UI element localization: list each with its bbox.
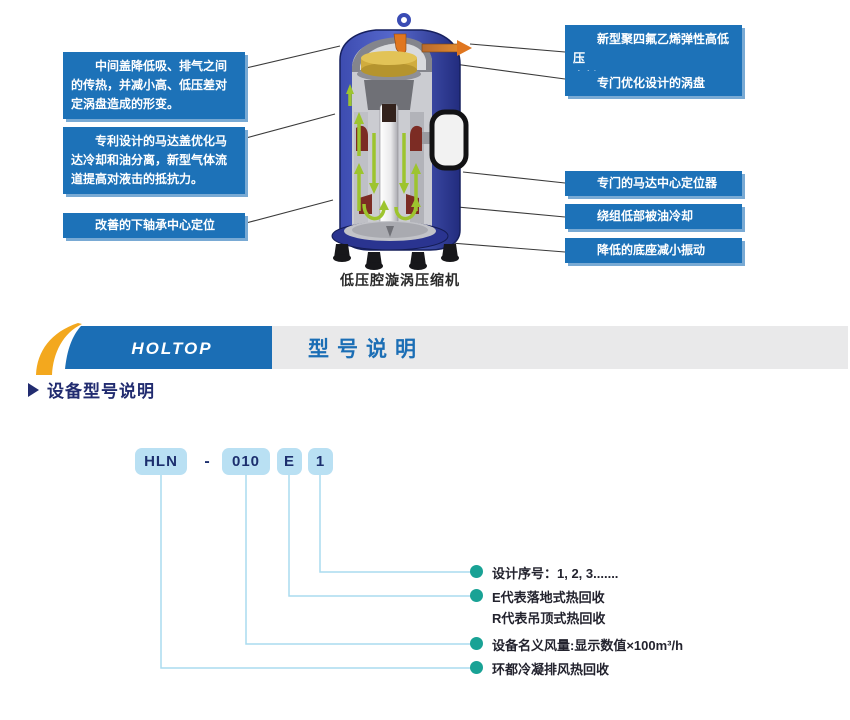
model-segment-design-no: 1 <box>308 448 333 475</box>
callout-right-3: 专门的马达中心定位器 <box>565 171 742 196</box>
callout-right-2: 专门优化设计的涡盘 <box>565 71 742 96</box>
model-segment-type: E <box>277 448 302 475</box>
diagram-caption: 低压腔漩涡压缩机 <box>340 272 460 288</box>
section-heading-text: 设备型号说明 <box>47 382 155 401</box>
callout-left-1: 中间盖降低吸、排气之间的传热，并减小高、低压差对定涡盘造成的形变。 <box>63 52 245 119</box>
callout-text: 专利设计的马达盖优化马达冷却和油分离，新型气体流道提高对液击的抵抗力。 <box>71 134 228 186</box>
model-note-type: E代表落地式热回收 R代表吊顶式热回收 <box>470 587 605 629</box>
callout-text: 专门的马达中心定位器 <box>597 176 718 190</box>
callout-text: 新型聚四氟乙烯弹性高低压 <box>573 32 730 65</box>
junction-box <box>429 109 469 171</box>
brand-logo-text: HOLTOP <box>131 339 212 358</box>
band-gray-strip <box>272 326 848 369</box>
model-separator: - <box>204 453 210 470</box>
note-line: R代表吊顶式热回收 <box>492 611 606 626</box>
band-title: 型号说明 <box>308 337 424 361</box>
model-segment-airflow: 010 <box>222 448 270 475</box>
callout-right-5: 降低的底座减小振动 <box>565 238 742 263</box>
callout-right-4: 绕组低部被油冷却 <box>565 204 742 229</box>
brand-band-graphic: HOLTOP 型号说明 <box>36 323 848 375</box>
model-connector-lines <box>160 475 472 669</box>
callout-text: 降低的底座减小振动 <box>597 243 706 257</box>
model-note-airflow: 设备名义风量:显示数值×100m³/h <box>470 635 683 656</box>
logo-swoosh-icon <box>36 323 82 375</box>
callout-text: 改善的下轴承中心定位 <box>95 218 216 232</box>
bullet-dot-icon <box>470 661 483 674</box>
section-marker-icon <box>28 382 39 397</box>
lifting-ring <box>397 13 411 27</box>
callout-text: 专门优化设计的涡盘 <box>597 76 706 90</box>
callout-left-3: 改善的下轴承中心定位 <box>63 213 245 238</box>
note-line: 设计序号：1, 2, 3....... <box>492 566 619 581</box>
callout-text: 绕组低部被油冷却 <box>597 209 694 223</box>
bullet-dot-icon <box>470 637 483 650</box>
model-note-design-no: 设计序号：1, 2, 3....... <box>470 563 618 584</box>
model-segment-series: HLN <box>135 448 187 475</box>
brand-band: HOLTOP 型号说明 <box>0 321 850 379</box>
note-line: E代表落地式热回收 <box>492 590 605 605</box>
compressor-cutaway-illustration <box>331 13 472 270</box>
callout-text: 中间盖降低吸、排气之间的传热，并减小高、低压差对定涡盘造成的形变。 <box>71 59 228 111</box>
section-heading: 设备型号说明 <box>28 377 155 402</box>
note-line: 设备名义风量:显示数值×100m³/h <box>492 638 684 653</box>
band-blue-strip <box>65 326 272 369</box>
note-line: 环都冷凝排风热回收 <box>492 662 610 677</box>
callout-left-2: 专利设计的马达盖优化马达冷却和油分离，新型气体流道提高对液击的抵抗力。 <box>63 127 245 194</box>
model-note-brand: 环都冷凝排风热回收 <box>470 659 609 680</box>
bullet-dot-icon <box>470 589 483 602</box>
bullet-dot-icon <box>470 565 483 578</box>
rubber-feet <box>333 244 459 270</box>
